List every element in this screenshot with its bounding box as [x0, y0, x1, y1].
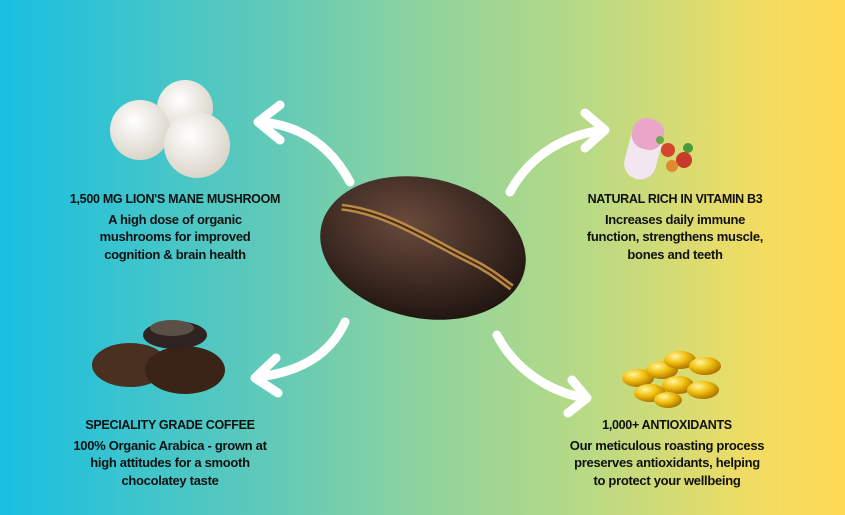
arrow-top-left-icon — [253, 100, 355, 187]
coffee-bean-image — [320, 176, 526, 320]
feature-line: Increases daily immune — [604, 211, 746, 227]
feature-lions-mane: 1,500 MG LION'S MANE MUSHROOM A high dos… — [45, 191, 305, 263]
feature-vitamin-b3: NATURAL RICH IN VITAMIN B3 Increases dai… — [545, 191, 805, 263]
feature-line: Our meticulous roasting process — [569, 437, 765, 453]
feature-title: 1,000+ ANTIOXIDANTS — [602, 418, 732, 432]
feature-title: NATURAL RICH IN VITAMIN B3 — [587, 192, 763, 206]
arrow-bottom-left-icon — [250, 317, 350, 398]
feature-line: cognition & brain health — [104, 246, 246, 262]
feature-title: 1,500 MG LION'S MANE MUSHROOM — [69, 192, 281, 206]
feature-line: bones and teeth — [627, 246, 723, 262]
antioxidant-capsules-image — [622, 351, 721, 408]
feature-title: SPECIALITY GRADE COFFEE — [85, 418, 255, 432]
feature-line: 100% Organic Arabica - grown at — [73, 437, 267, 453]
vitamin-pill-image — [624, 118, 693, 180]
feature-speciality-coffee: SPECIALITY GRADE COFFEE 100% Organic Ara… — [40, 417, 300, 489]
arrow-top-right-icon — [505, 108, 610, 197]
feature-line: function, strengthens muscle, — [586, 229, 764, 244]
feature-line: chocolatey taste — [121, 472, 219, 488]
feature-line: preserves antioxidants, helping — [574, 455, 760, 470]
feature-line: to protect your wellbeing — [593, 472, 741, 488]
feature-antioxidants: 1,000+ ANTIOXIDANTS Our meticulous roast… — [537, 417, 797, 489]
coffee-powder-image — [92, 320, 225, 394]
lions-mane-mushroom-image — [110, 80, 230, 178]
feature-line: mushrooms for improved — [99, 229, 251, 244]
arrow-bottom-right-icon — [492, 330, 592, 418]
feature-line: A high dose of organic — [108, 211, 242, 227]
feature-line: high attitudes for a smooth — [90, 455, 250, 470]
